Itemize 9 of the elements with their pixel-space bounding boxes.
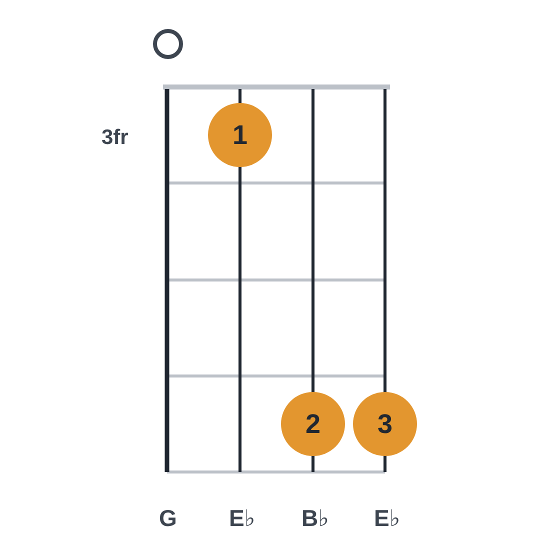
- finger-number: 3: [377, 410, 393, 438]
- string-name-label: B♭: [302, 506, 329, 530]
- string-name-label: G: [159, 506, 177, 530]
- string-name-label: E♭: [229, 506, 256, 530]
- finger-number: 1: [232, 122, 248, 148]
- string-name-label: E♭: [374, 506, 400, 530]
- fret-number-label: 3fr: [102, 126, 128, 148]
- finger-number: 2: [305, 410, 321, 438]
- open-string-icon: [153, 29, 183, 59]
